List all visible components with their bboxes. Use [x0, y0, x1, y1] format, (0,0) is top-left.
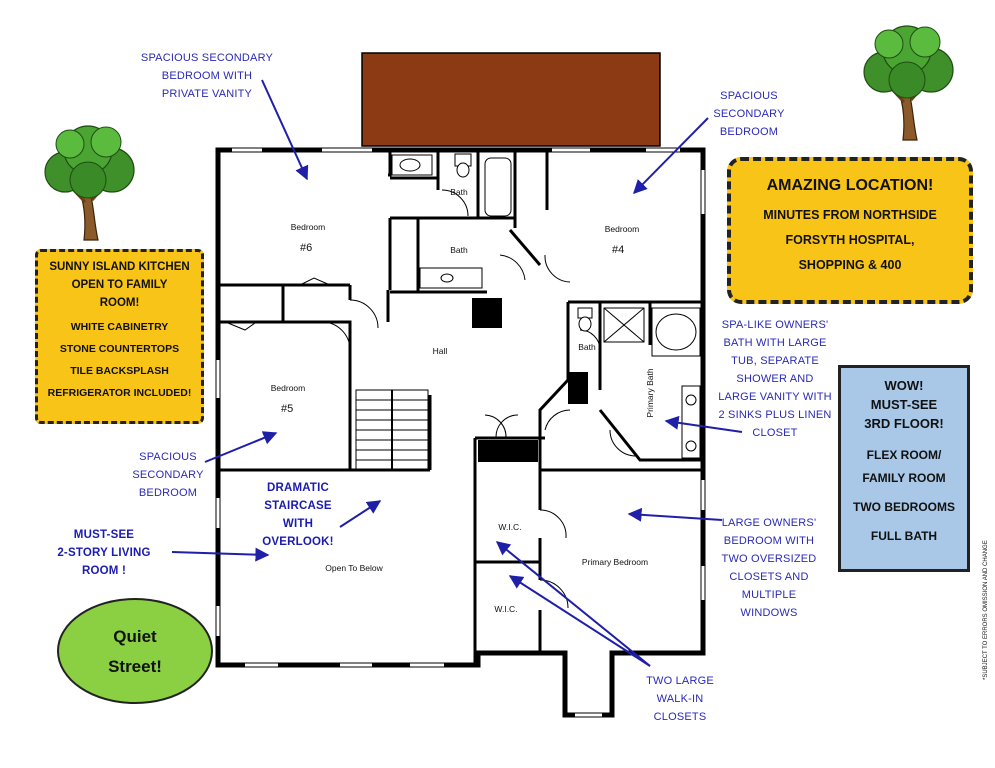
callout-line: BEDROOM [138, 487, 198, 499]
callout-arrows [171, 79, 743, 667]
room-label-primary-bedroom: Primary Bedroom [581, 557, 649, 567]
box-line: SHOPPING & 400 [798, 258, 902, 272]
callout-line: DRAMATIC [266, 482, 330, 494]
room-label-primary-bath: Primary Bath [645, 368, 655, 418]
box-title: WOW! MUST-SEE 3RD FLOOR! [845, 376, 963, 433]
tree-icon [862, 24, 955, 142]
callout-bedroom-4: SPACIOUS SECONDARY BEDROOM [706, 87, 792, 141]
callout-line: LARGE OWNERS' [721, 517, 817, 529]
box-title: AMAZING LOCATION! [766, 177, 934, 194]
callout-line: MUST-SEE [73, 529, 135, 541]
callout-line: SPA-LIKE OWNERS' [721, 319, 829, 331]
callout-line: BEDROOM WITH [161, 70, 253, 82]
box-title-line: 3RD FLOOR! [864, 416, 944, 431]
callout-owners-bedroom: LARGE OWNERS' BEDROOM WITH TWO OVERSIZED… [718, 514, 820, 622]
kitchen-feature-box: SUNNY ISLAND KITCHEN OPEN TO FAMILY ROOM… [35, 249, 204, 424]
room-label-open-to-below: Open To Below [325, 563, 383, 573]
roof [361, 52, 661, 147]
callout-line: STAIRCASE WITH [264, 500, 332, 530]
callout-line: 2-STORY LIVING [57, 547, 151, 559]
doors [227, 189, 637, 609]
box-line: FAMILY ROOM [862, 471, 946, 485]
callout-line: SECONDARY [713, 108, 785, 120]
callout-line: BEDROOM WITH [723, 535, 815, 547]
box-title-line: WOW! [884, 378, 924, 393]
room-label-wic-2: W.I.C. [494, 604, 518, 614]
box-line: STONE COUNTERTOPS [59, 343, 180, 355]
room-number-5: #5 [281, 403, 294, 415]
box-line: FORSYTH HOSPITAL, [785, 233, 915, 247]
box-line: TWO BEDROOMS [853, 500, 955, 514]
room-label-bath-small: Bath [578, 342, 596, 352]
callout-line: SPACIOUS [139, 451, 197, 463]
box-line: MINUTES FROM NORTHSIDE [763, 208, 937, 222]
callout-line: SHOWER AND [736, 373, 814, 385]
box-title-line: SUNNY ISLAND KITCHEN [49, 261, 190, 273]
location-feature-box: AMAZING LOCATION! MINUTES FROM NORTHSIDE… [727, 157, 973, 304]
callout-line: CLOSETS AND [729, 571, 809, 583]
callout-closets: TWO LARGE WALK-IN CLOSETS [640, 672, 720, 726]
callout-line: OVERLOOK! [262, 536, 334, 548]
callout-line: BATH WITH LARGE [723, 337, 827, 349]
room-label-bath-mid: Bath [450, 245, 468, 255]
exterior-walls [215, 147, 706, 718]
fixtures [391, 153, 701, 459]
quiet-street-oval: Quiet Street! [57, 598, 213, 704]
box-line: FULL BATH [870, 529, 938, 543]
callout-living-room: MUST-SEE 2-STORY LIVING ROOM ! [56, 526, 152, 580]
callout-line: LARGE VANITY WITH [718, 391, 832, 403]
interior-walls [218, 150, 703, 665]
room-number-6: #6 [300, 242, 313, 254]
box-title-line: ROOM! [99, 297, 140, 309]
callout-owners-bath: SPA-LIKE OWNERS' BATH WITH LARGE TUB, SE… [714, 316, 836, 442]
callout-line: MULTIPLE [741, 589, 797, 601]
oval-line: Street! [108, 657, 162, 676]
room-number-4: #4 [612, 244, 625, 256]
callout-line: ROOM ! [82, 565, 126, 577]
callout-line: CLOSETS [653, 711, 707, 723]
callout-line: PRIVATE VANITY [161, 88, 253, 100]
room-label-wic-1: W.I.C. [498, 522, 522, 532]
windows [216, 148, 705, 717]
callout-line: 2 SINKS PLUS LINEN [718, 409, 832, 421]
room-label-bath-top: Bath [450, 187, 468, 197]
box-line: WHITE CABINETRY [70, 321, 169, 333]
box-line: REFRIGERATOR INCLUDED! [47, 387, 192, 399]
box-title-line: OPEN TO FAMILY [71, 279, 168, 291]
callout-line: WALK-IN [656, 693, 704, 705]
chase [568, 372, 588, 404]
room-label-hall: Hall [432, 346, 448, 356]
third-floor-feature-box: WOW! MUST-SEE 3RD FLOOR! FLEX ROOM/ FAMI… [838, 365, 970, 572]
disclaimer: *SUBJECT TO ERRORS OMISSION AND CHANGE [983, 540, 989, 680]
room-label-bedroom-5: Bedroom [270, 383, 306, 393]
callout-line: TWO LARGE [646, 675, 714, 687]
callout-line: WINDOWS [740, 607, 798, 619]
chase [472, 298, 502, 328]
staircase [355, 389, 429, 471]
box-line: FLEX ROOM/ [866, 448, 942, 462]
callout-line: SPACIOUS SECONDARY [140, 52, 274, 64]
callout-line: SPACIOUS [720, 90, 778, 102]
oval-line: Quiet [113, 627, 157, 646]
callout-line: TUB, SEPARATE [731, 355, 819, 367]
callout-line: TWO OVERSIZED [721, 553, 817, 565]
box-line: TILE BACKSPLASH [70, 365, 169, 377]
chase [478, 440, 538, 462]
callout-line: SECONDARY [132, 469, 204, 481]
callout-bedroom-6: SPACIOUS SECONDARY BEDROOM WITH PRIVATE … [140, 49, 274, 103]
box-title-line: MUST-SEE [870, 397, 938, 412]
callout-staircase: DRAMATIC STAIRCASE WITH OVERLOOK! [248, 479, 348, 551]
callout-bedroom-5: SPACIOUS SECONDARY BEDROOM [124, 448, 212, 502]
callout-line: CLOSET [752, 427, 798, 439]
room-label-bedroom-6: Bedroom [290, 222, 326, 232]
tree-icon [43, 124, 136, 242]
callout-line: BEDROOM [719, 126, 779, 138]
room-label-bedroom-4: Bedroom [604, 224, 640, 234]
